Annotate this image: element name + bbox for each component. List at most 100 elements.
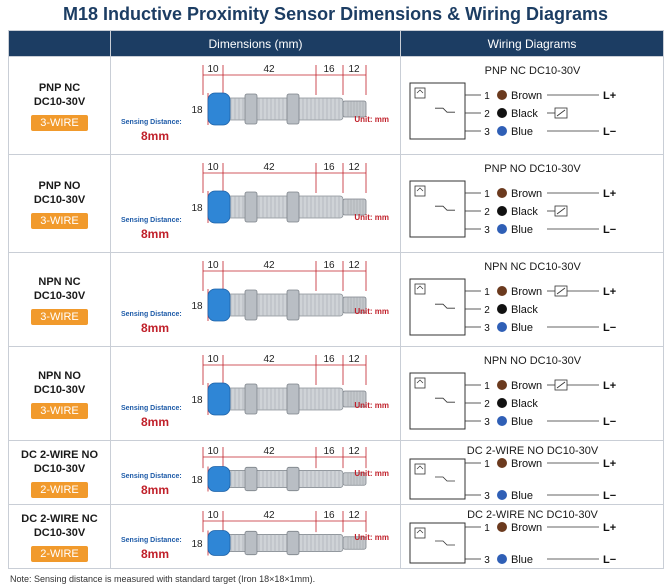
supply-plus: L+ <box>603 380 616 392</box>
sensing-value: 8mm <box>141 483 170 497</box>
sensor-symbol <box>414 527 426 539</box>
nut-rear <box>286 383 300 415</box>
dim-label: 42 <box>263 260 275 271</box>
nut-front <box>244 191 258 223</box>
wire-color-label: Blue <box>511 224 533 236</box>
model-voltage: DC10-30V <box>33 289 86 302</box>
wiring-title: PNP NO DC10-30V <box>484 163 581 175</box>
sensing-label: Sensing Distance: <box>121 537 182 544</box>
dim-label: 16 <box>323 64 335 75</box>
dim-label: 12 <box>348 162 360 173</box>
sensing-value: 8mm <box>141 321 170 335</box>
wire-number: 2 <box>484 109 490 120</box>
wiring-title: DC 2-WIRE NO DC10-30V <box>466 445 599 457</box>
wire-color-dot <box>497 224 507 234</box>
footnote: Note: Sensing distance is measured with … <box>10 574 316 584</box>
wire-color-label: Blue <box>511 416 533 428</box>
header-dimensions: Dimensions (mm) <box>110 30 401 57</box>
model-name: DC 2-WIRE NC <box>21 512 98 525</box>
nut-front <box>244 466 258 492</box>
nut-front <box>244 289 258 321</box>
supply-minus: L− <box>603 322 616 334</box>
wire-number: 3 <box>484 323 490 334</box>
supply-plus: L+ <box>603 188 616 200</box>
sensor-symbol-mark <box>416 187 424 192</box>
unit-label: Unit: mm <box>354 533 389 542</box>
dim-label: 16 <box>323 162 335 173</box>
wire-number: 1 <box>484 91 490 102</box>
sensor-symbol <box>414 283 426 295</box>
supply-plus: L+ <box>603 90 616 102</box>
header-blank <box>8 30 111 57</box>
wire-color-dot <box>497 286 507 296</box>
nut-rear <box>286 289 300 321</box>
dim-label: 42 <box>263 64 275 75</box>
wire-color-label: Black <box>511 398 538 410</box>
nut-front <box>244 93 258 125</box>
dim-label: 42 <box>263 354 275 365</box>
sensor-head <box>207 190 231 224</box>
load-mark <box>556 381 566 389</box>
wire-color-dot <box>497 398 507 408</box>
nut-rear <box>286 466 300 492</box>
wire-color-label: Brown <box>511 188 542 200</box>
sensor-symbol <box>414 87 426 99</box>
wire-color-label: Blue <box>511 126 533 138</box>
sensing-label: Sensing Distance: <box>121 217 182 224</box>
sensor-symbol-mark <box>416 529 424 534</box>
sensor-symbol <box>414 377 426 389</box>
wire-badge: 2-WIRE <box>31 545 88 562</box>
supply-plus: L+ <box>603 458 616 470</box>
wire-color-label: Brown <box>511 458 542 470</box>
sensor-head <box>207 288 231 322</box>
wire-color-label: Black <box>511 206 538 218</box>
wire-color-dot <box>497 206 507 216</box>
wire-color-label: Blue <box>511 490 533 502</box>
wire-number: 3 <box>484 225 490 236</box>
height-label: 18 <box>191 301 203 312</box>
sensor-head <box>207 382 231 416</box>
sensing-value: 8mm <box>141 415 170 429</box>
supply-minus: L− <box>603 224 616 236</box>
wire-color-dot <box>497 108 507 118</box>
model-voltage: DC10-30V <box>33 95 86 108</box>
dim-label: 10 <box>207 260 219 271</box>
dim-label: 16 <box>323 260 335 271</box>
height-label: 18 <box>191 105 203 116</box>
height-label: 18 <box>191 475 203 486</box>
wire-color-dot <box>497 522 507 532</box>
dim-label: 10 <box>207 354 219 365</box>
sensing-label: Sensing Distance: <box>121 311 182 318</box>
unit-label: Unit: mm <box>354 213 389 222</box>
load-mark <box>556 287 566 295</box>
supply-minus: L− <box>603 554 616 566</box>
dim-label: 16 <box>323 446 335 457</box>
dim-label: 10 <box>207 446 219 457</box>
nut-rear <box>286 93 300 125</box>
model-name: DC 2-WIRE NO <box>21 448 98 461</box>
wire-badge: 3-WIRE <box>31 114 88 131</box>
wiring-title: NPN NO DC10-30V <box>483 355 582 367</box>
wire-number: 3 <box>484 417 490 428</box>
wire-color-label: Black <box>511 304 538 316</box>
unit-label: Unit: mm <box>354 401 389 410</box>
sensing-value: 8mm <box>141 547 170 561</box>
dim-label: 12 <box>348 446 360 457</box>
